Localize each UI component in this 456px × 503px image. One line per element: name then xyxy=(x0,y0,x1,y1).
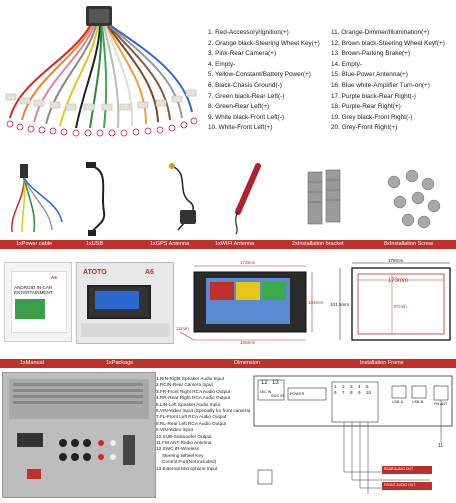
port-item: Control Port(Not included) xyxy=(162,459,217,465)
wire-item: 14. Empty- xyxy=(331,60,362,68)
caption-usb: 1xUSB xyxy=(86,241,104,247)
port-item: 12.SWC IR-Wireless xyxy=(156,446,199,452)
label-11: 11 xyxy=(438,443,444,449)
label-num: 8 xyxy=(350,389,353,395)
installation-frame-diagram: 178mm 173mm 101.5mm 97mm xyxy=(330,258,454,348)
label-usb-b: USB-B xyxy=(412,400,423,404)
wire-item: 4. Empty- xyxy=(208,60,236,68)
manual-image: A6 ANDROID IN-CAR ENTERTAINMENT xyxy=(4,262,72,342)
wifi-antenna-image xyxy=(235,163,261,235)
caption-manual: 1xManual xyxy=(20,360,44,366)
port-item: 7.FL-Front Left RCA Audio Output xyxy=(156,414,227,420)
caption-bracket: 2xInstallation bracket xyxy=(292,241,344,247)
caption-wifi: 1xWIFI Antenna xyxy=(215,241,255,247)
wire-legend-right: 11. Orange-Dimmer/Illumination(+) 12. Br… xyxy=(331,28,445,134)
dimension-height: 104mm xyxy=(308,300,324,305)
caption-power-cable: 1xPower cable xyxy=(16,241,53,247)
port-item: 4.RR-Rear Right RCA Audio Output xyxy=(156,395,230,401)
port-item: 13.External Microphone Input xyxy=(156,465,218,471)
installation-screws-image xyxy=(387,169,441,229)
label-num: 6 xyxy=(334,389,337,395)
port-item: 1.RIN-Right Speaker Audio Input xyxy=(156,376,225,381)
port-item: 9.VIN-Video Input xyxy=(156,427,193,433)
dimension-depth: 166mm xyxy=(240,340,256,345)
wiring-harness-image xyxy=(0,0,200,145)
port-item: Steering Wheel Key xyxy=(162,452,204,458)
label-num: 5 xyxy=(366,384,369,389)
wire-item: 9. White black-Front Left(-) xyxy=(208,113,284,121)
wire-item: 8. Green-Rear Left(+) xyxy=(208,103,270,111)
frame-outer-height: 101.5mm xyxy=(330,302,350,307)
wire-item: 15. Blue-Power Antenna(+) xyxy=(331,71,408,79)
wire-item: 7. Green black-Rear Left(-) xyxy=(208,92,285,100)
power-cable-image xyxy=(11,164,63,233)
frame-inner-width: 173mm xyxy=(388,278,409,284)
wire-item: 20. Grey-Front Right(+) xyxy=(331,124,398,132)
manual-line-2: ENTERTAINMENT xyxy=(14,290,53,295)
label-13: 13 xyxy=(272,380,279,386)
rear-connection-diagram: 12 13 MIC IN SWC IR POWER USB-A USB-B FM… xyxy=(252,372,454,498)
caption-gps: 1xGPS Antenna xyxy=(150,241,190,247)
label-num: 4 xyxy=(358,384,361,389)
label-front-audio-out: FRONT AUDIO OUT xyxy=(384,483,416,487)
installation-bracket-image xyxy=(307,169,341,225)
wire-item: 17. Purple black-Rear Right(-) xyxy=(331,92,416,100)
label-num: 7 xyxy=(342,389,345,395)
label-12: 12 xyxy=(261,380,268,386)
wire-item: 12. Brown black-Steering Wheel Keyf(+) xyxy=(331,39,445,47)
manual-line-1: ANDROID IN-CAR xyxy=(14,285,53,290)
accessories-row xyxy=(0,152,456,242)
wire-item: 5. Yellow-Constant/Battery Power(+) xyxy=(208,71,311,79)
label-num: 9 xyxy=(358,389,361,395)
dimension-width: 173mm xyxy=(240,260,256,265)
wire-item: 16. Blue white-Amplifier Turn-on(+) xyxy=(331,81,430,89)
port-legend: 1.RIN-Right Speaker Audio Input 2.RCIN-R… xyxy=(156,376,252,472)
wire-legend-left: 1. Red-Accessory/Ignition(+) 2. Orange b… xyxy=(208,28,320,134)
port-item: 3.FR-Front Right RCA Audio Output xyxy=(156,388,231,394)
dimension-side: 12mm xyxy=(176,326,189,331)
caption-dimension: Dimension xyxy=(234,360,260,366)
port-item: 6.VIN-Video Input (Specially for front c… xyxy=(156,408,251,414)
label-num: 3 xyxy=(350,384,353,389)
caption-package: 1xPackage xyxy=(106,360,134,366)
label-power: POWER xyxy=(290,392,305,396)
wire-item: 10. White-Front Left(+) xyxy=(208,124,273,132)
caption-screws: 8xInstallation Screw xyxy=(384,241,433,247)
wire-item: 19. Grey black-Front Right(-) xyxy=(331,113,413,121)
usb-cable-image xyxy=(86,162,106,236)
label-rear-audio-out: REAR AUDIO OUT xyxy=(384,467,414,471)
label-num: 1 xyxy=(334,384,337,389)
label-num: 2 xyxy=(342,384,345,389)
frame-inner-height: 97mm xyxy=(394,304,407,309)
manual-model: A6 xyxy=(51,275,57,280)
wire-item: 13. Brown-Parking Brake(+) xyxy=(331,50,411,58)
port-item: 11.FM ANT-Radio Antenna xyxy=(156,440,212,446)
caption-installation-frame: Installation Frame xyxy=(360,360,404,366)
label-fm-ant: FM ANT xyxy=(434,402,448,406)
port-item: 10.SUB-Subwoofer Output xyxy=(156,433,212,439)
wire-item: 18. Purple-Rear Right(+) xyxy=(331,103,401,111)
gps-antenna-image xyxy=(169,163,196,231)
package-image: ATOTO A6 xyxy=(76,262,174,344)
label-mic-in: MIC IN xyxy=(260,390,272,394)
dimension-diagram: 173mm 104mm 166mm 12mm xyxy=(176,260,326,346)
port-item: 5.LIN-Left Speaker Audio Input xyxy=(156,401,221,407)
port-item: 8.RL-Rear Left RCA Audio Output xyxy=(156,420,227,426)
package-brand: ATOTO xyxy=(83,269,107,276)
accessories-caption-bar: 1xPower cable 1xUSB 1xGPS Antenna 1xWIFI… xyxy=(0,240,456,249)
frame-outer-width: 178mm xyxy=(388,258,404,263)
package-model: A6 xyxy=(145,269,154,276)
label-num: 10 xyxy=(366,389,372,395)
wire-item: 11. Orange-Dimmer/Illumination(+) xyxy=(331,29,430,36)
wire-item: 6. Black-Chasis Ground(-) xyxy=(208,81,282,89)
wire-item: 3. Pink-Rear Camera(+) xyxy=(208,50,277,58)
wire-item: 2. Orange black-Steering Wheel Key(+) xyxy=(208,39,320,47)
label-usb-a: USB-A xyxy=(392,400,403,404)
port-item: 2.RCIN-Rear Camera Input xyxy=(156,382,213,388)
rear-panel-photo xyxy=(2,372,156,498)
wire-item: 1. Red-Accessory/Ignition(+) xyxy=(208,29,289,36)
label-swc-ir: SWC IR xyxy=(271,394,284,398)
package-caption-bar: 1xManual 1xPackage Dimension Installatio… xyxy=(0,359,456,368)
